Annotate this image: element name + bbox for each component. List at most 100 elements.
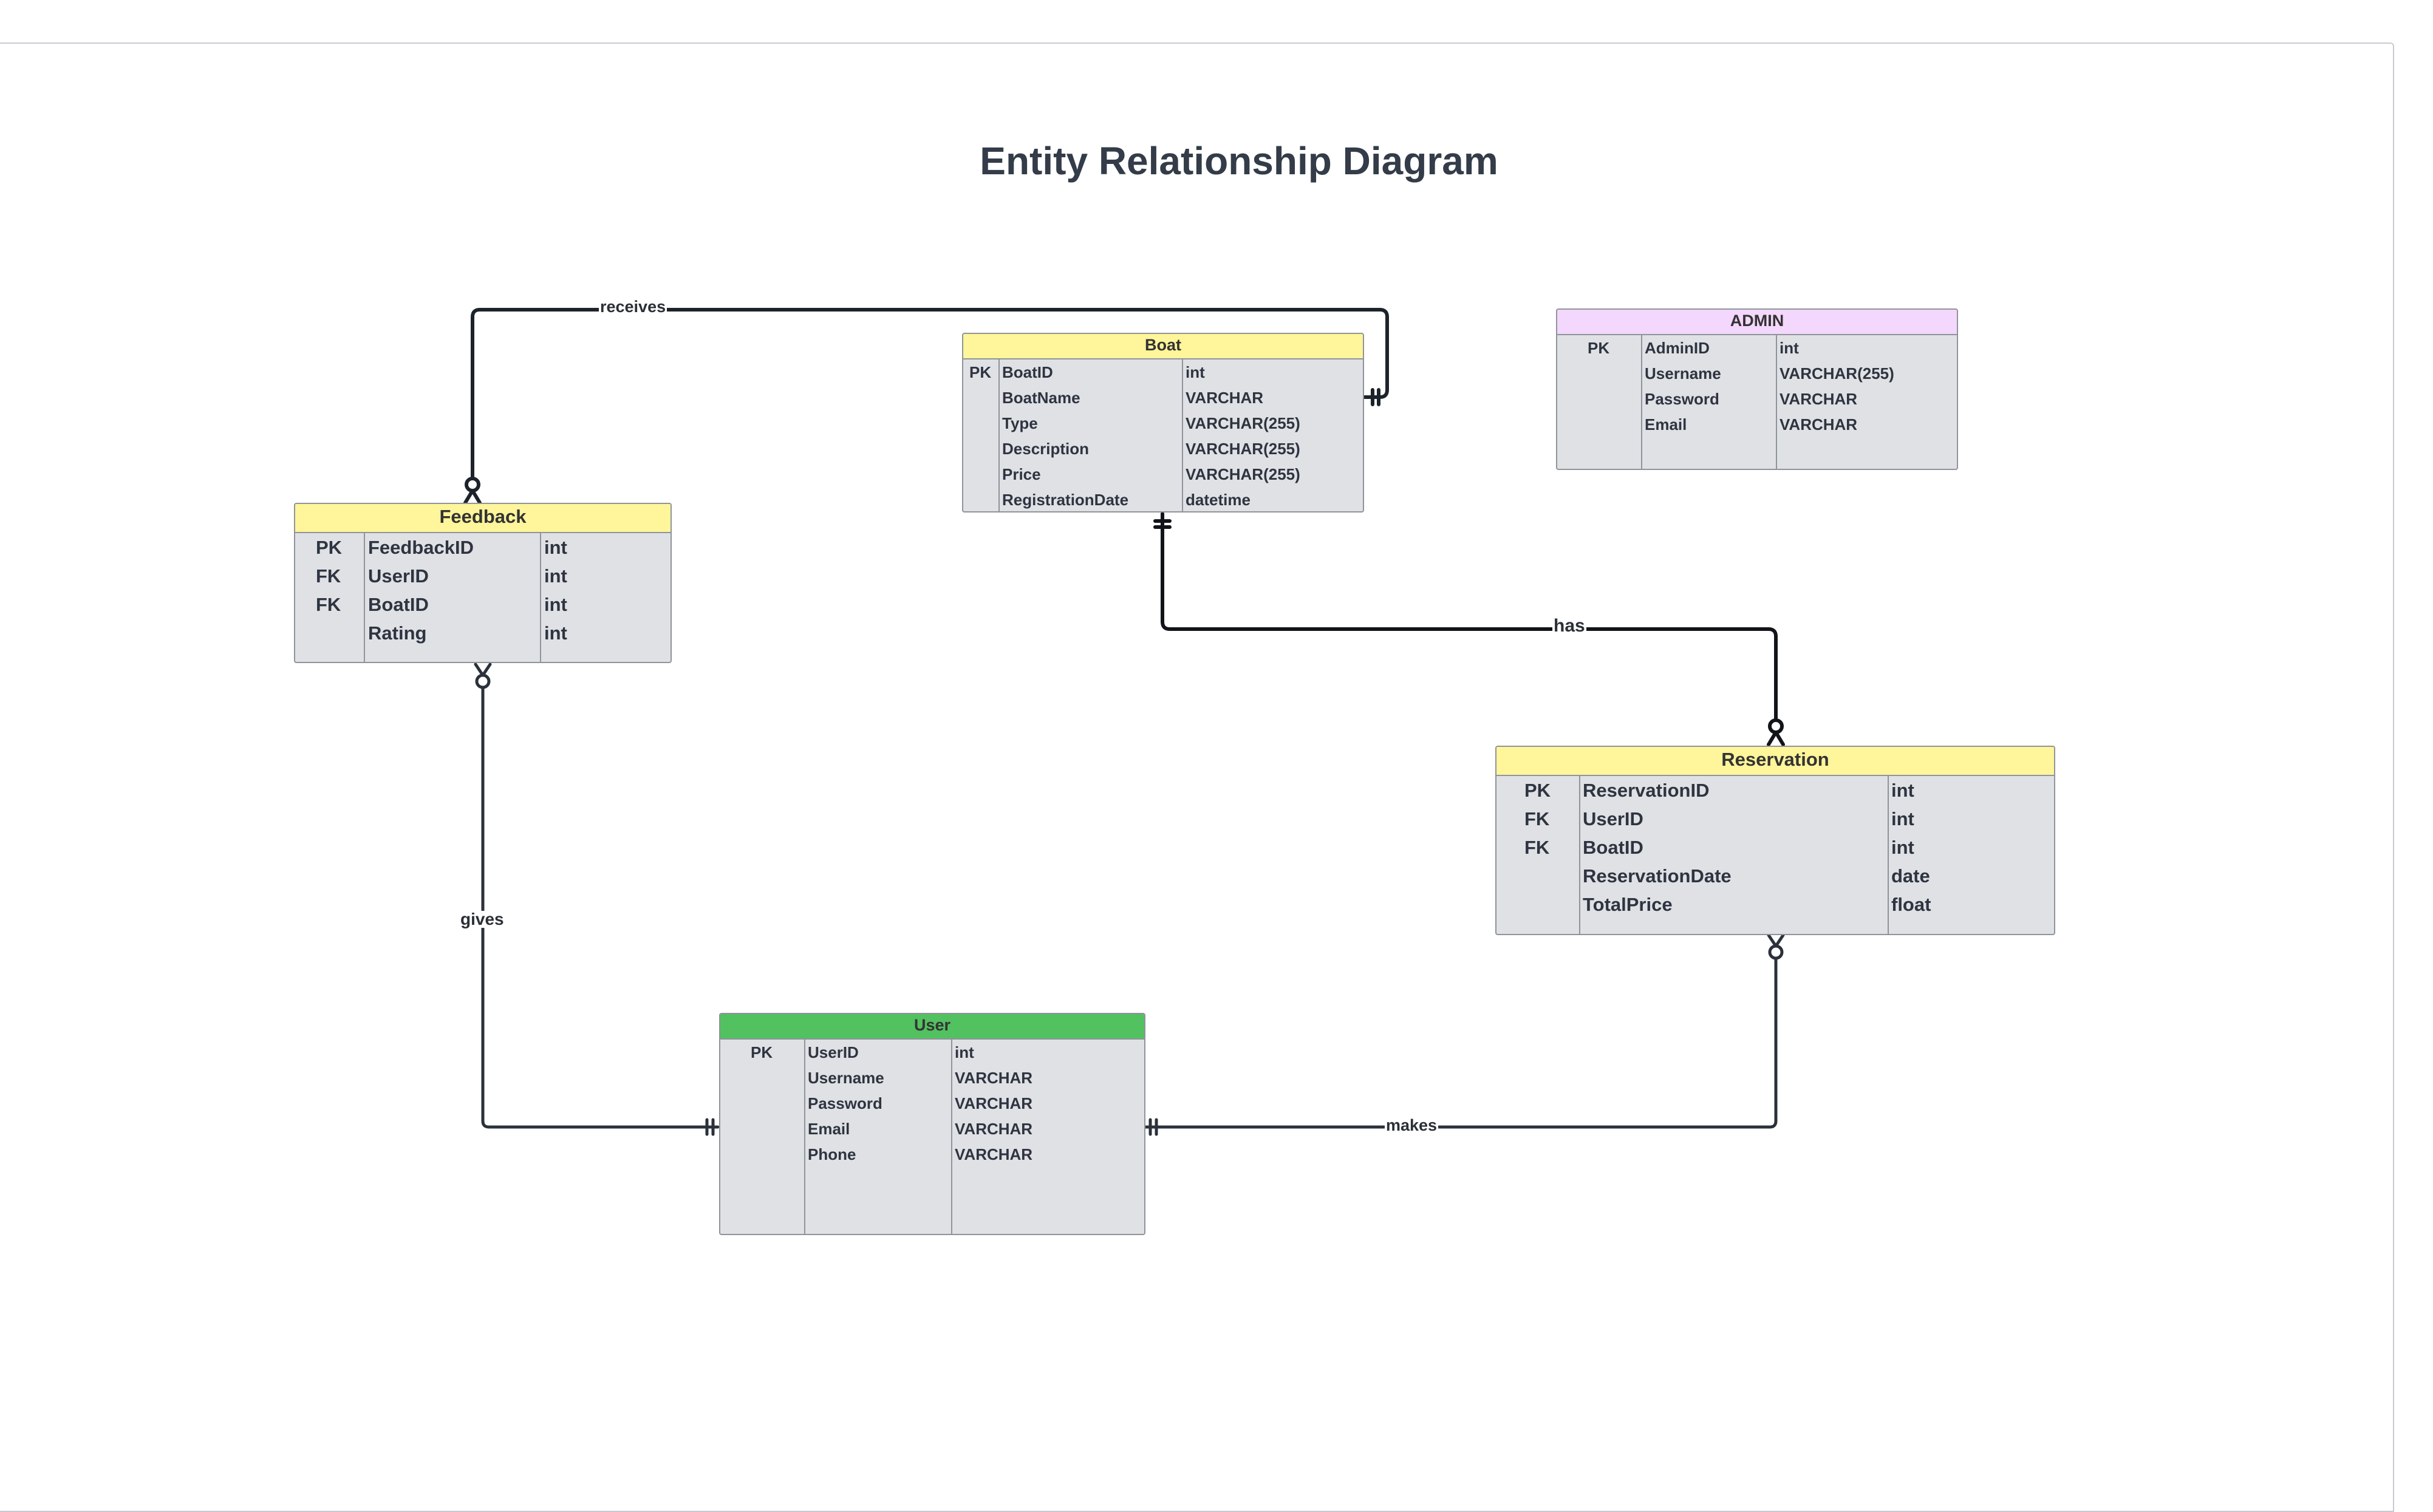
entity-boat-row: BoatName VARCHAR — [963, 385, 1363, 410]
field-type: int — [1891, 808, 1914, 829]
field-type: VARCHAR — [1780, 415, 1858, 434]
field-name: Password — [808, 1094, 882, 1112]
entity-boat-row: Description VARCHAR(255) — [963, 436, 1363, 461]
entity-reservation-col-divider-2 — [1888, 775, 1889, 934]
field-type: VARCHAR — [1780, 390, 1858, 408]
entity-reservation[interactable]: Reservation PK ReservationID int FK User… — [1495, 746, 2055, 935]
entity-feedback-row: FK BoatID int — [295, 590, 671, 619]
field-name: Email — [1645, 415, 1687, 434]
diagram-title: Entity Relationship Diagram — [980, 139, 1498, 183]
field-name: BoatID — [1583, 837, 1643, 858]
field-type: VARCHAR — [955, 1145, 1033, 1163]
relationship-receives-line[interactable] — [463, 308, 1389, 505]
entity-admin-header: ADMIN — [1557, 310, 1957, 335]
field-name: BoatID — [368, 594, 429, 615]
field-type: VARCHAR(255) — [1780, 364, 1894, 383]
field-type: int — [1891, 780, 1914, 801]
entity-admin-col-divider-1 — [1641, 334, 1642, 469]
field-type: int — [544, 537, 567, 558]
entity-admin-row: Password VARCHAR — [1557, 386, 1957, 412]
pk-badge: PK — [316, 537, 343, 558]
entity-boat-col-divider-1 — [998, 358, 1000, 511]
field-type: int — [1186, 363, 1205, 381]
fk-badge: FK — [1524, 808, 1550, 829]
field-name: Username — [1645, 364, 1721, 383]
entity-feedback-row: FK UserID int — [295, 562, 671, 590]
field-type: datetime — [1186, 491, 1251, 509]
field-name: ReservationDate — [1583, 865, 1732, 887]
entity-boat-row: RegistrationDate datetime — [963, 487, 1363, 511]
field-type: VARCHAR(255) — [1186, 465, 1300, 483]
relationship-label-gives: gives — [459, 910, 505, 928]
relationship-lines — [463, 308, 1785, 1136]
field-type: VARCHAR — [1186, 389, 1264, 407]
entity-user[interactable]: User PK UserID int Username VARCHAR Pass… — [719, 1013, 1145, 1235]
entity-user-row: Password VARCHAR — [720, 1091, 1144, 1116]
pk-badge: PK — [751, 1043, 773, 1061]
entity-boat-row: Type VARCHAR(255) — [963, 410, 1363, 436]
relationship-label-receives: receives — [599, 298, 667, 316]
field-name: Description — [1002, 440, 1090, 458]
entity-user-header: User — [720, 1014, 1144, 1040]
field-name: TotalPrice — [1583, 894, 1673, 915]
field-type: int — [955, 1043, 974, 1061]
fk-badge: FK — [316, 565, 341, 587]
field-name: Price — [1002, 465, 1041, 483]
entity-reservation-row: TotalPrice float — [1496, 890, 2054, 919]
relationship-gives-line[interactable] — [474, 662, 720, 1136]
entity-user-row: Email VARCHAR — [720, 1116, 1144, 1142]
field-name: FeedbackID — [368, 537, 474, 558]
field-name: Password — [1645, 390, 1719, 408]
field-name: AdminID — [1645, 339, 1710, 357]
field-type: VARCHAR — [955, 1120, 1033, 1138]
field-type: VARCHAR — [955, 1069, 1033, 1087]
entity-feedback-col-divider-1 — [364, 532, 365, 662]
entity-boat-row: Price VARCHAR(255) — [963, 461, 1363, 487]
fk-badge: FK — [316, 594, 341, 615]
field-name: Type — [1002, 414, 1038, 432]
entity-boat[interactable]: Boat PK BoatID int BoatName VARCHAR Type… — [962, 333, 1364, 513]
entity-admin[interactable]: ADMIN PK AdminID int Username VARCHAR(25… — [1556, 308, 1958, 470]
entity-boat-row: PK BoatID int — [963, 359, 1363, 385]
entity-feedback-col-divider-2 — [540, 532, 541, 662]
fk-badge: FK — [1524, 837, 1550, 858]
field-name: UserID — [1583, 808, 1643, 829]
entity-feedback[interactable]: Feedback PK FeedbackID int FK UserID int… — [294, 503, 672, 663]
entity-reservation-col-divider-1 — [1579, 775, 1580, 934]
field-name: Rating — [368, 622, 427, 644]
entity-user-col-divider-2 — [951, 1038, 952, 1234]
field-name: UserID — [808, 1043, 859, 1061]
relationship-makes-line[interactable] — [1144, 933, 1785, 1136]
entity-admin-row: PK AdminID int — [1557, 335, 1957, 361]
field-type: int — [544, 594, 567, 615]
field-type: VARCHAR — [955, 1094, 1033, 1112]
field-name: RegistrationDate — [1002, 491, 1129, 509]
field-name: BoatName — [1002, 389, 1080, 407]
entity-boat-header: Boat — [963, 334, 1363, 359]
entity-user-row: PK UserID int — [720, 1040, 1144, 1065]
field-name: ReservationID — [1583, 780, 1710, 801]
field-name: UserID — [368, 565, 429, 587]
relationship-has-line[interactable] — [1153, 512, 1785, 746]
field-type: VARCHAR(255) — [1186, 414, 1300, 432]
field-name: Username — [808, 1069, 884, 1087]
entity-feedback-header: Feedback — [295, 504, 671, 533]
pk-badge: PK — [1588, 339, 1610, 357]
entity-reservation-row: FK BoatID int — [1496, 833, 2054, 862]
field-type: date — [1891, 865, 1930, 887]
field-type: VARCHAR(255) — [1186, 440, 1300, 458]
field-type: int — [1891, 837, 1914, 858]
entity-user-row: Phone VARCHAR — [720, 1142, 1144, 1167]
entity-feedback-row: Rating int — [295, 619, 671, 647]
field-type: int — [544, 622, 567, 644]
field-type: int — [544, 565, 567, 587]
entity-admin-col-divider-2 — [1776, 334, 1777, 469]
entity-reservation-row: PK ReservationID int — [1496, 776, 2054, 805]
entity-boat-col-divider-2 — [1182, 358, 1183, 511]
field-name: Phone — [808, 1145, 856, 1163]
entity-user-row: Username VARCHAR — [720, 1065, 1144, 1091]
entity-feedback-row: PK FeedbackID int — [295, 533, 671, 562]
entity-admin-row: Username VARCHAR(255) — [1557, 361, 1957, 386]
pk-badge: PK — [1524, 780, 1551, 801]
entity-reservation-row: FK UserID int — [1496, 805, 2054, 833]
